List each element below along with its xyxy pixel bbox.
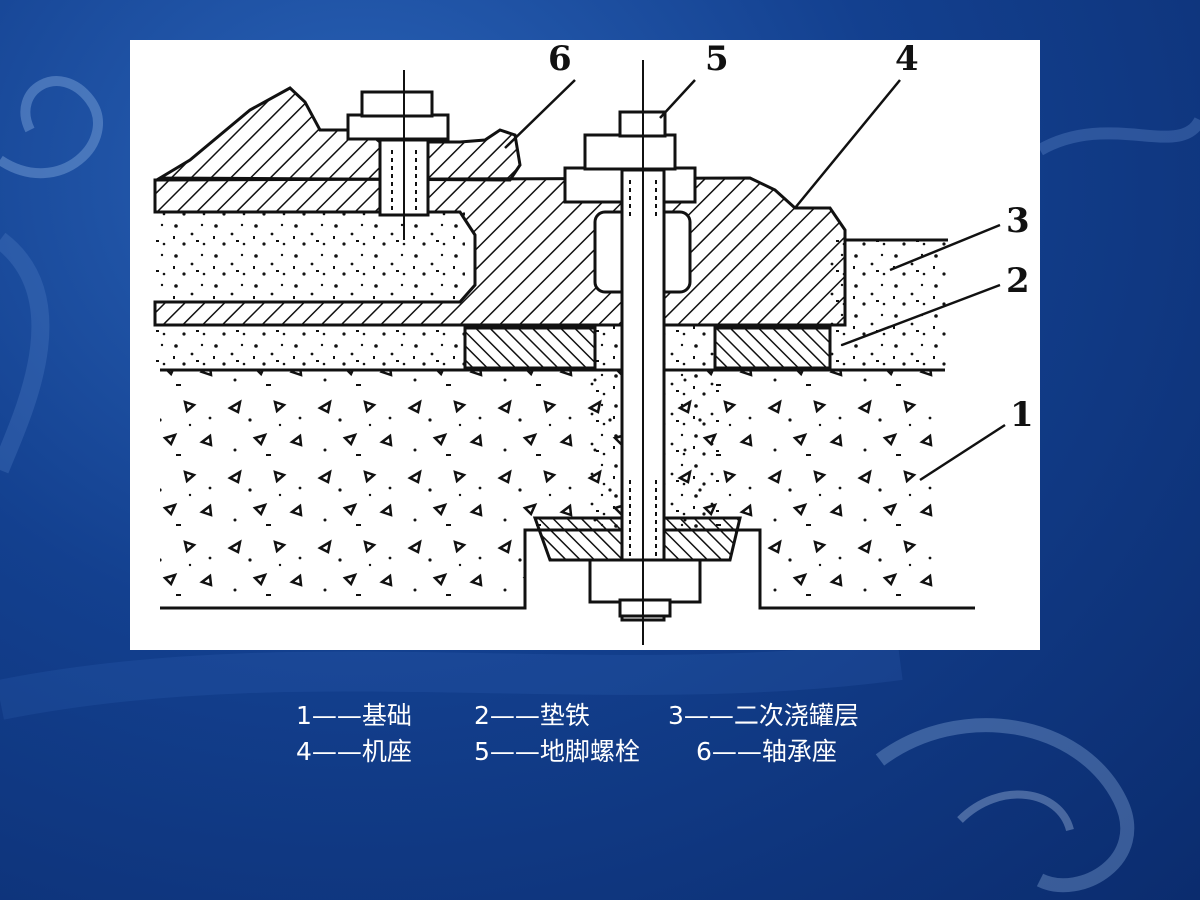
diagram-panel: 6 5 4 3 2 1 <box>130 40 1040 650</box>
callout-2: 2 <box>1006 261 1030 301</box>
callout-4: 4 <box>895 40 919 79</box>
legend-item-foundation: 1——基础 <box>296 701 412 730</box>
leader-lines <box>504 79 1006 482</box>
foundation-bolt-diagram: 6 5 4 3 2 1 <box>153 40 1034 645</box>
legend: 1——基础 2——垫铁 3——二次浇罐层 4——机座 5——地脚螺栓 6——轴承… <box>296 698 996 770</box>
anchor-bolt <box>563 60 702 645</box>
legend-row: 1——基础 2——垫铁 3——二次浇罐层 <box>296 698 996 734</box>
callout-labels: 6 5 4 3 2 1 <box>548 40 1034 435</box>
legend-item-machine-base: 4——机座 <box>296 737 412 766</box>
callout-5: 5 <box>705 40 729 79</box>
callout-3: 3 <box>1006 201 1030 241</box>
foundation <box>160 368 975 610</box>
shims <box>463 326 832 562</box>
callout-6: 6 <box>548 40 572 79</box>
legend-item-anchor-bolt: 5——地脚螺栓 <box>474 737 640 766</box>
legend-item-shim: 2——垫铁 <box>474 701 590 730</box>
legend-item-bearing-seat: 6——轴承座 <box>696 737 837 766</box>
legend-item-grout-layer: 3——二次浇罐层 <box>668 701 859 730</box>
bearing-seat <box>154 70 522 240</box>
legend-row: 4——机座 5——地脚螺栓 6——轴承座 <box>296 734 996 770</box>
callout-1: 1 <box>1010 395 1034 435</box>
